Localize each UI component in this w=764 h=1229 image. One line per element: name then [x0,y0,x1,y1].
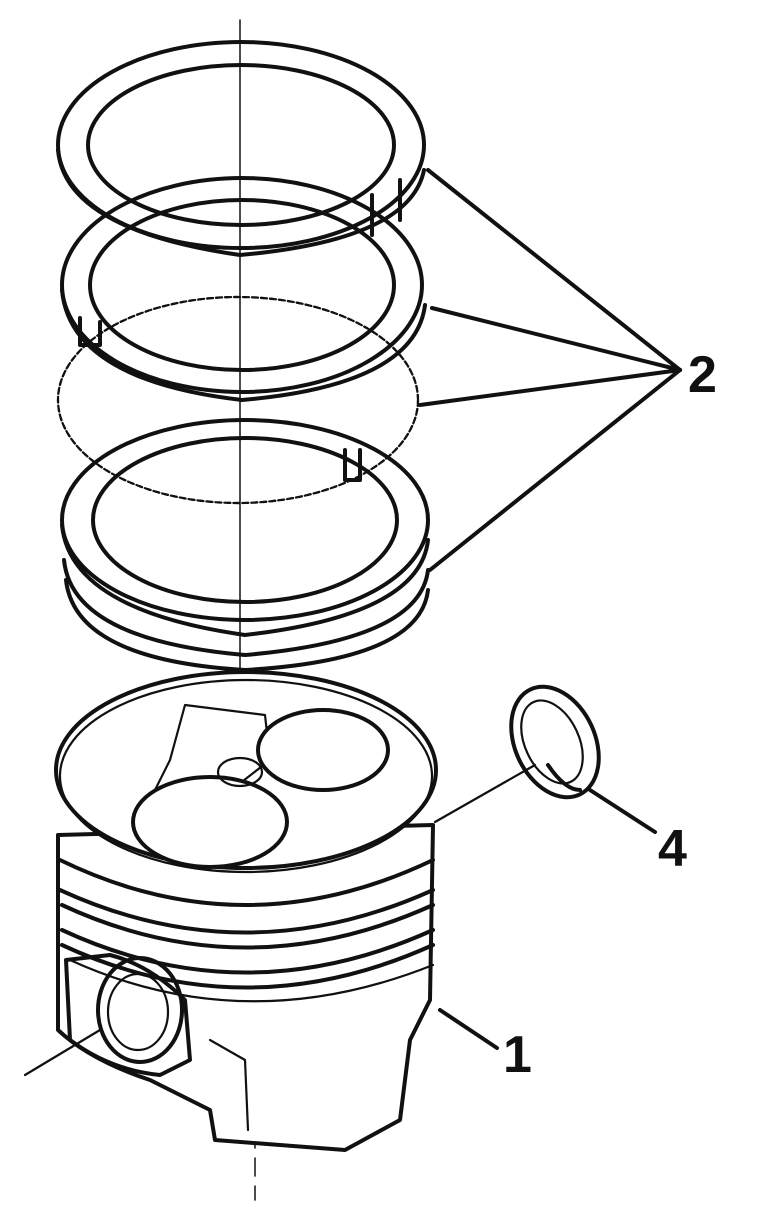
leader-lines [418,168,682,1050]
oil-control-ring [60,418,430,672]
expander-spring [56,295,420,505]
piston-rings [56,40,430,672]
second-compression-ring [60,176,427,402]
piston [23,670,438,1152]
top-compression-ring [56,40,426,257]
callout-1: 1 [503,1026,532,1084]
callout-2: 2 [688,346,717,404]
callout-4: 4 [658,820,687,878]
retaining-ring [509,684,601,800]
